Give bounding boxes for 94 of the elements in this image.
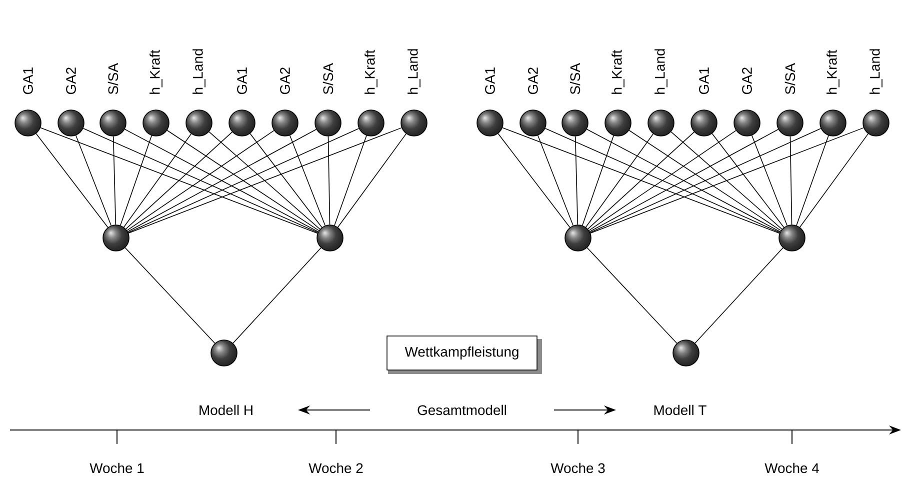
circle-node — [210, 340, 238, 366]
circle-node — [862, 110, 890, 136]
connector-line — [76, 135, 112, 226]
connector-line — [126, 130, 274, 231]
text-box: Wettkampfleistung — [386, 336, 538, 370]
model-label: Modell T — [654, 404, 706, 416]
connector-line — [790, 136, 792, 225]
connector-line — [537, 135, 574, 226]
circle-node — [400, 110, 428, 136]
connector-line — [582, 135, 614, 226]
connector-line — [574, 136, 578, 225]
circle-node — [358, 110, 384, 136]
circle-node — [734, 110, 760, 136]
connector-line — [544, 128, 780, 233]
circle-node — [648, 110, 674, 136]
connector-line — [328, 136, 330, 225]
model-label: Gesamtmodell — [418, 404, 506, 416]
circle-node — [102, 224, 130, 252]
input-label: h_Kraft — [364, 50, 378, 94]
connector-line — [82, 128, 318, 233]
input-label: GA1 — [237, 68, 247, 94]
circle-node — [142, 110, 170, 136]
input-label: h_Kraft — [150, 50, 162, 94]
connector-line — [208, 131, 320, 230]
input-label: GA1 — [23, 68, 33, 94]
connector-line — [232, 247, 322, 344]
connector-line — [498, 133, 570, 228]
week-label: Woche 2 — [308, 462, 363, 474]
input-label: h_Kraft — [612, 50, 624, 94]
circle-node — [562, 110, 588, 136]
connector-line — [585, 133, 654, 228]
connector-line — [588, 132, 694, 230]
connector-line — [670, 131, 782, 230]
circle-node — [778, 224, 806, 252]
connector-line — [588, 130, 736, 231]
circle-node — [186, 110, 212, 136]
connector-line — [36, 133, 108, 228]
connector-line — [586, 247, 678, 344]
input-label: GA1 — [485, 68, 495, 94]
input-label: GA2 — [66, 68, 76, 94]
connector-line — [40, 127, 318, 234]
input-label: h_Land — [408, 49, 420, 94]
circle-node — [314, 110, 342, 136]
connector-line — [120, 135, 152, 226]
connector-line — [126, 132, 233, 230]
week-label: Woche 1 — [90, 462, 144, 474]
circle-node — [58, 110, 84, 136]
circle-node — [820, 110, 846, 136]
week-label: Woche 3 — [550, 462, 605, 474]
circle-node — [316, 224, 344, 252]
connector-line — [290, 135, 326, 226]
connector-line — [123, 133, 192, 228]
input-label: S/SA — [108, 63, 118, 94]
connector-line — [128, 128, 360, 233]
circle-node — [272, 110, 298, 136]
input-label: GA2 — [742, 68, 752, 94]
input-label: h_Land — [192, 49, 206, 94]
input-label: h_Land — [870, 49, 882, 94]
circle-node — [672, 340, 700, 366]
input-label: h_Kraft — [826, 50, 840, 94]
connector-line — [250, 133, 322, 228]
connector-line — [338, 133, 406, 228]
circle-node — [100, 110, 126, 136]
input-label: S/SA — [570, 63, 580, 94]
input-label: h_Land — [654, 49, 668, 94]
circle-node — [690, 110, 718, 136]
connector-line — [112, 136, 116, 225]
connector-line — [334, 135, 367, 226]
connector-line — [712, 133, 784, 228]
connector-line — [590, 127, 864, 234]
connector-line — [628, 130, 782, 231]
connector-line — [800, 133, 868, 228]
connector-line — [751, 135, 788, 226]
connector-line — [590, 128, 822, 233]
circle-node — [14, 110, 42, 136]
connector-line — [124, 247, 216, 344]
connector-line — [694, 247, 784, 344]
connector-line — [166, 130, 320, 231]
input-label: GA2 — [528, 68, 538, 94]
circle-node — [228, 110, 256, 136]
connector-line — [502, 127, 780, 234]
model-label: Modell H — [200, 404, 252, 416]
input-label: S/SA — [322, 63, 334, 94]
week-label: Woche 4 — [764, 462, 819, 474]
input-label: S/SA — [784, 63, 796, 94]
connector-line — [796, 135, 829, 226]
circle-node — [604, 110, 632, 136]
input-label: GA2 — [280, 68, 290, 94]
connector-line — [128, 127, 402, 234]
circle-node — [564, 224, 592, 252]
circle-node — [476, 110, 504, 136]
circle-node — [776, 110, 804, 136]
circle-node — [520, 110, 546, 136]
input-label: GA1 — [699, 68, 709, 94]
